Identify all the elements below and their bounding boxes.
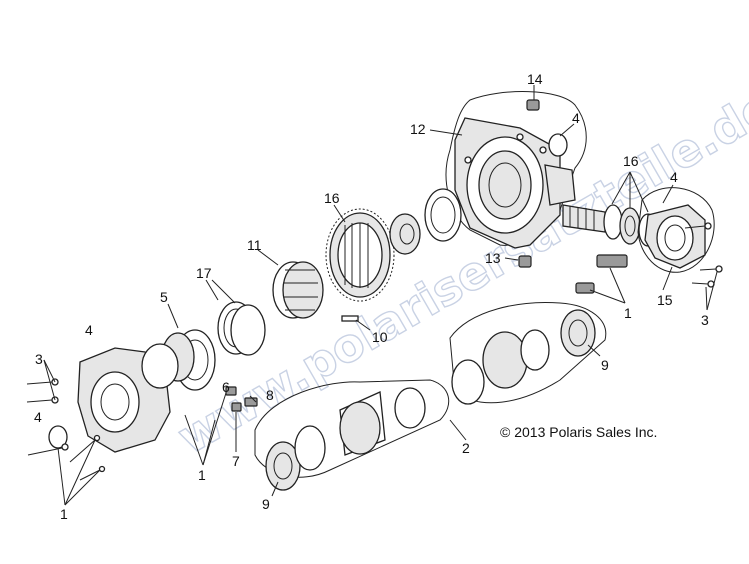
bolts-right bbox=[684, 222, 723, 288]
callout-9-left: 9 bbox=[262, 496, 270, 512]
bolts-left bbox=[26, 378, 69, 456]
output-flange-housing bbox=[637, 187, 715, 273]
seal-ring bbox=[548, 133, 568, 157]
callout-11: 11 bbox=[247, 237, 262, 253]
callout-3-left: 3 bbox=[35, 351, 43, 367]
sensor-connectors bbox=[575, 254, 628, 294]
cover-bolts bbox=[69, 434, 106, 481]
pin bbox=[341, 315, 359, 322]
vent-cap bbox=[526, 99, 540, 111]
callout-4-seal-upper: 4 bbox=[572, 110, 580, 126]
callout-1-cover-bolts: 1 bbox=[60, 506, 68, 522]
callout-17: 17 bbox=[196, 265, 212, 281]
callout-10: 10 bbox=[372, 329, 388, 345]
callout-16-shaft-bearings: 16 bbox=[623, 153, 639, 169]
callout-5: 5 bbox=[160, 289, 168, 305]
callout-2: 2 bbox=[462, 440, 470, 456]
callout-labels: 14 12 4 16 4 16 13 11 17 5 15 1 3 10 4 9… bbox=[34, 71, 709, 522]
callout-1-hardware: 1 bbox=[198, 467, 206, 483]
callout-4-flange: 4 bbox=[670, 169, 678, 185]
callout-9-right: 9 bbox=[601, 357, 609, 373]
armature-rings bbox=[217, 301, 266, 356]
callout-8: 8 bbox=[266, 387, 274, 403]
bearing-kit-outline-right bbox=[449, 302, 607, 404]
front-cover bbox=[77, 343, 179, 453]
callout-1-connectors: 1 bbox=[624, 305, 632, 321]
callout-4-cover: 4 bbox=[85, 322, 93, 338]
roller-cage bbox=[272, 261, 324, 319]
callout-6: 6 bbox=[222, 379, 230, 395]
callout-14: 14 bbox=[527, 71, 543, 87]
ring-gear bbox=[325, 208, 395, 302]
bearing-lower-left bbox=[265, 387, 426, 491]
callout-16-ring-gear: 16 bbox=[324, 190, 340, 206]
callout-3-right: 3 bbox=[701, 312, 709, 328]
callout-4-seal-left: 4 bbox=[34, 409, 42, 425]
callout-7: 7 bbox=[232, 453, 240, 469]
callout-15: 15 bbox=[657, 292, 673, 308]
callout-13: 13 bbox=[485, 250, 501, 266]
drain-plug bbox=[518, 255, 532, 268]
copyright-text: © 2013 Polaris Sales Inc. bbox=[500, 424, 657, 440]
bearing-lower-right bbox=[451, 309, 596, 405]
leader-lines bbox=[43, 85, 718, 506]
callout-12: 12 bbox=[410, 121, 426, 137]
carrier-bearing bbox=[389, 188, 462, 255]
gear-case-housing bbox=[445, 91, 587, 249]
